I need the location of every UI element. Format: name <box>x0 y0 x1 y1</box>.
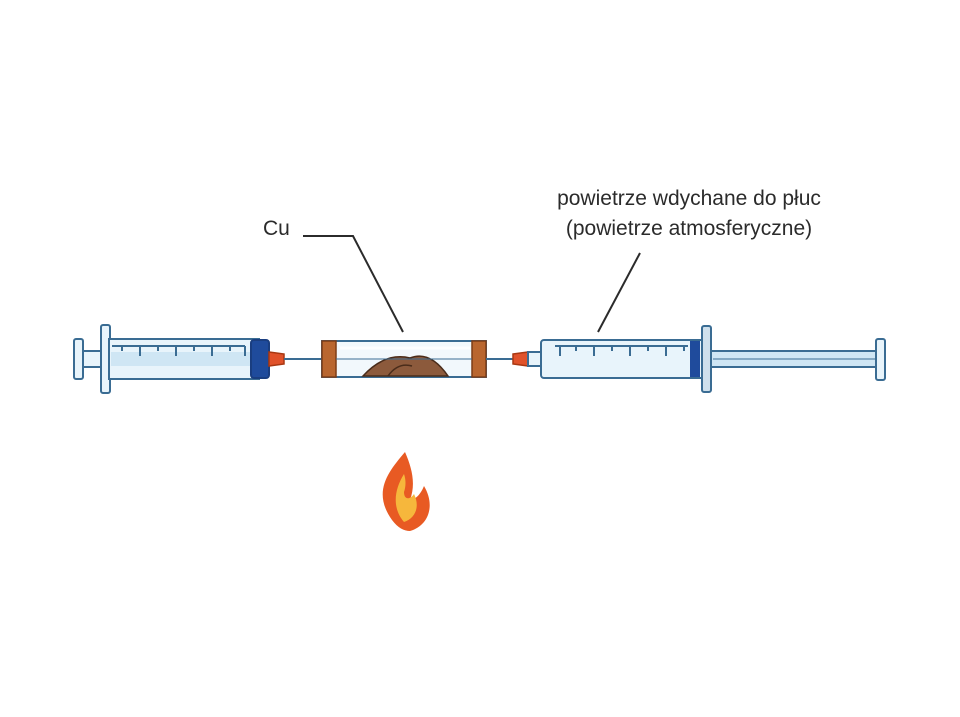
right-stopper <box>690 341 700 377</box>
left-barrel-content <box>111 352 257 366</box>
right-graduations <box>555 345 688 356</box>
left-graduations <box>112 345 246 356</box>
left-syringe <box>73 324 326 394</box>
tube-left-band <box>321 340 337 378</box>
air-label-line2: (powietrze atmosferyczne) <box>566 217 812 240</box>
left-stopper <box>250 339 270 379</box>
right-plunger-thumb-rest <box>875 338 886 381</box>
air-label-line1: powietrze wdychane do płuc <box>557 187 821 210</box>
right-needle-hub <box>512 351 529 367</box>
left-needle-hub <box>268 351 285 367</box>
copper-leader-line <box>303 235 404 333</box>
right-syringe <box>486 325 886 393</box>
glass-tube <box>321 340 487 378</box>
copper-label: Cu <box>263 217 290 240</box>
right-nozzle <box>527 351 543 367</box>
air-leader-line <box>597 252 641 333</box>
copper-powder <box>361 355 450 377</box>
right-finger-flange <box>701 325 712 393</box>
tube-right-band <box>471 340 487 378</box>
flame-icon <box>382 452 430 531</box>
left-plunger-thumb-rest <box>73 338 84 380</box>
